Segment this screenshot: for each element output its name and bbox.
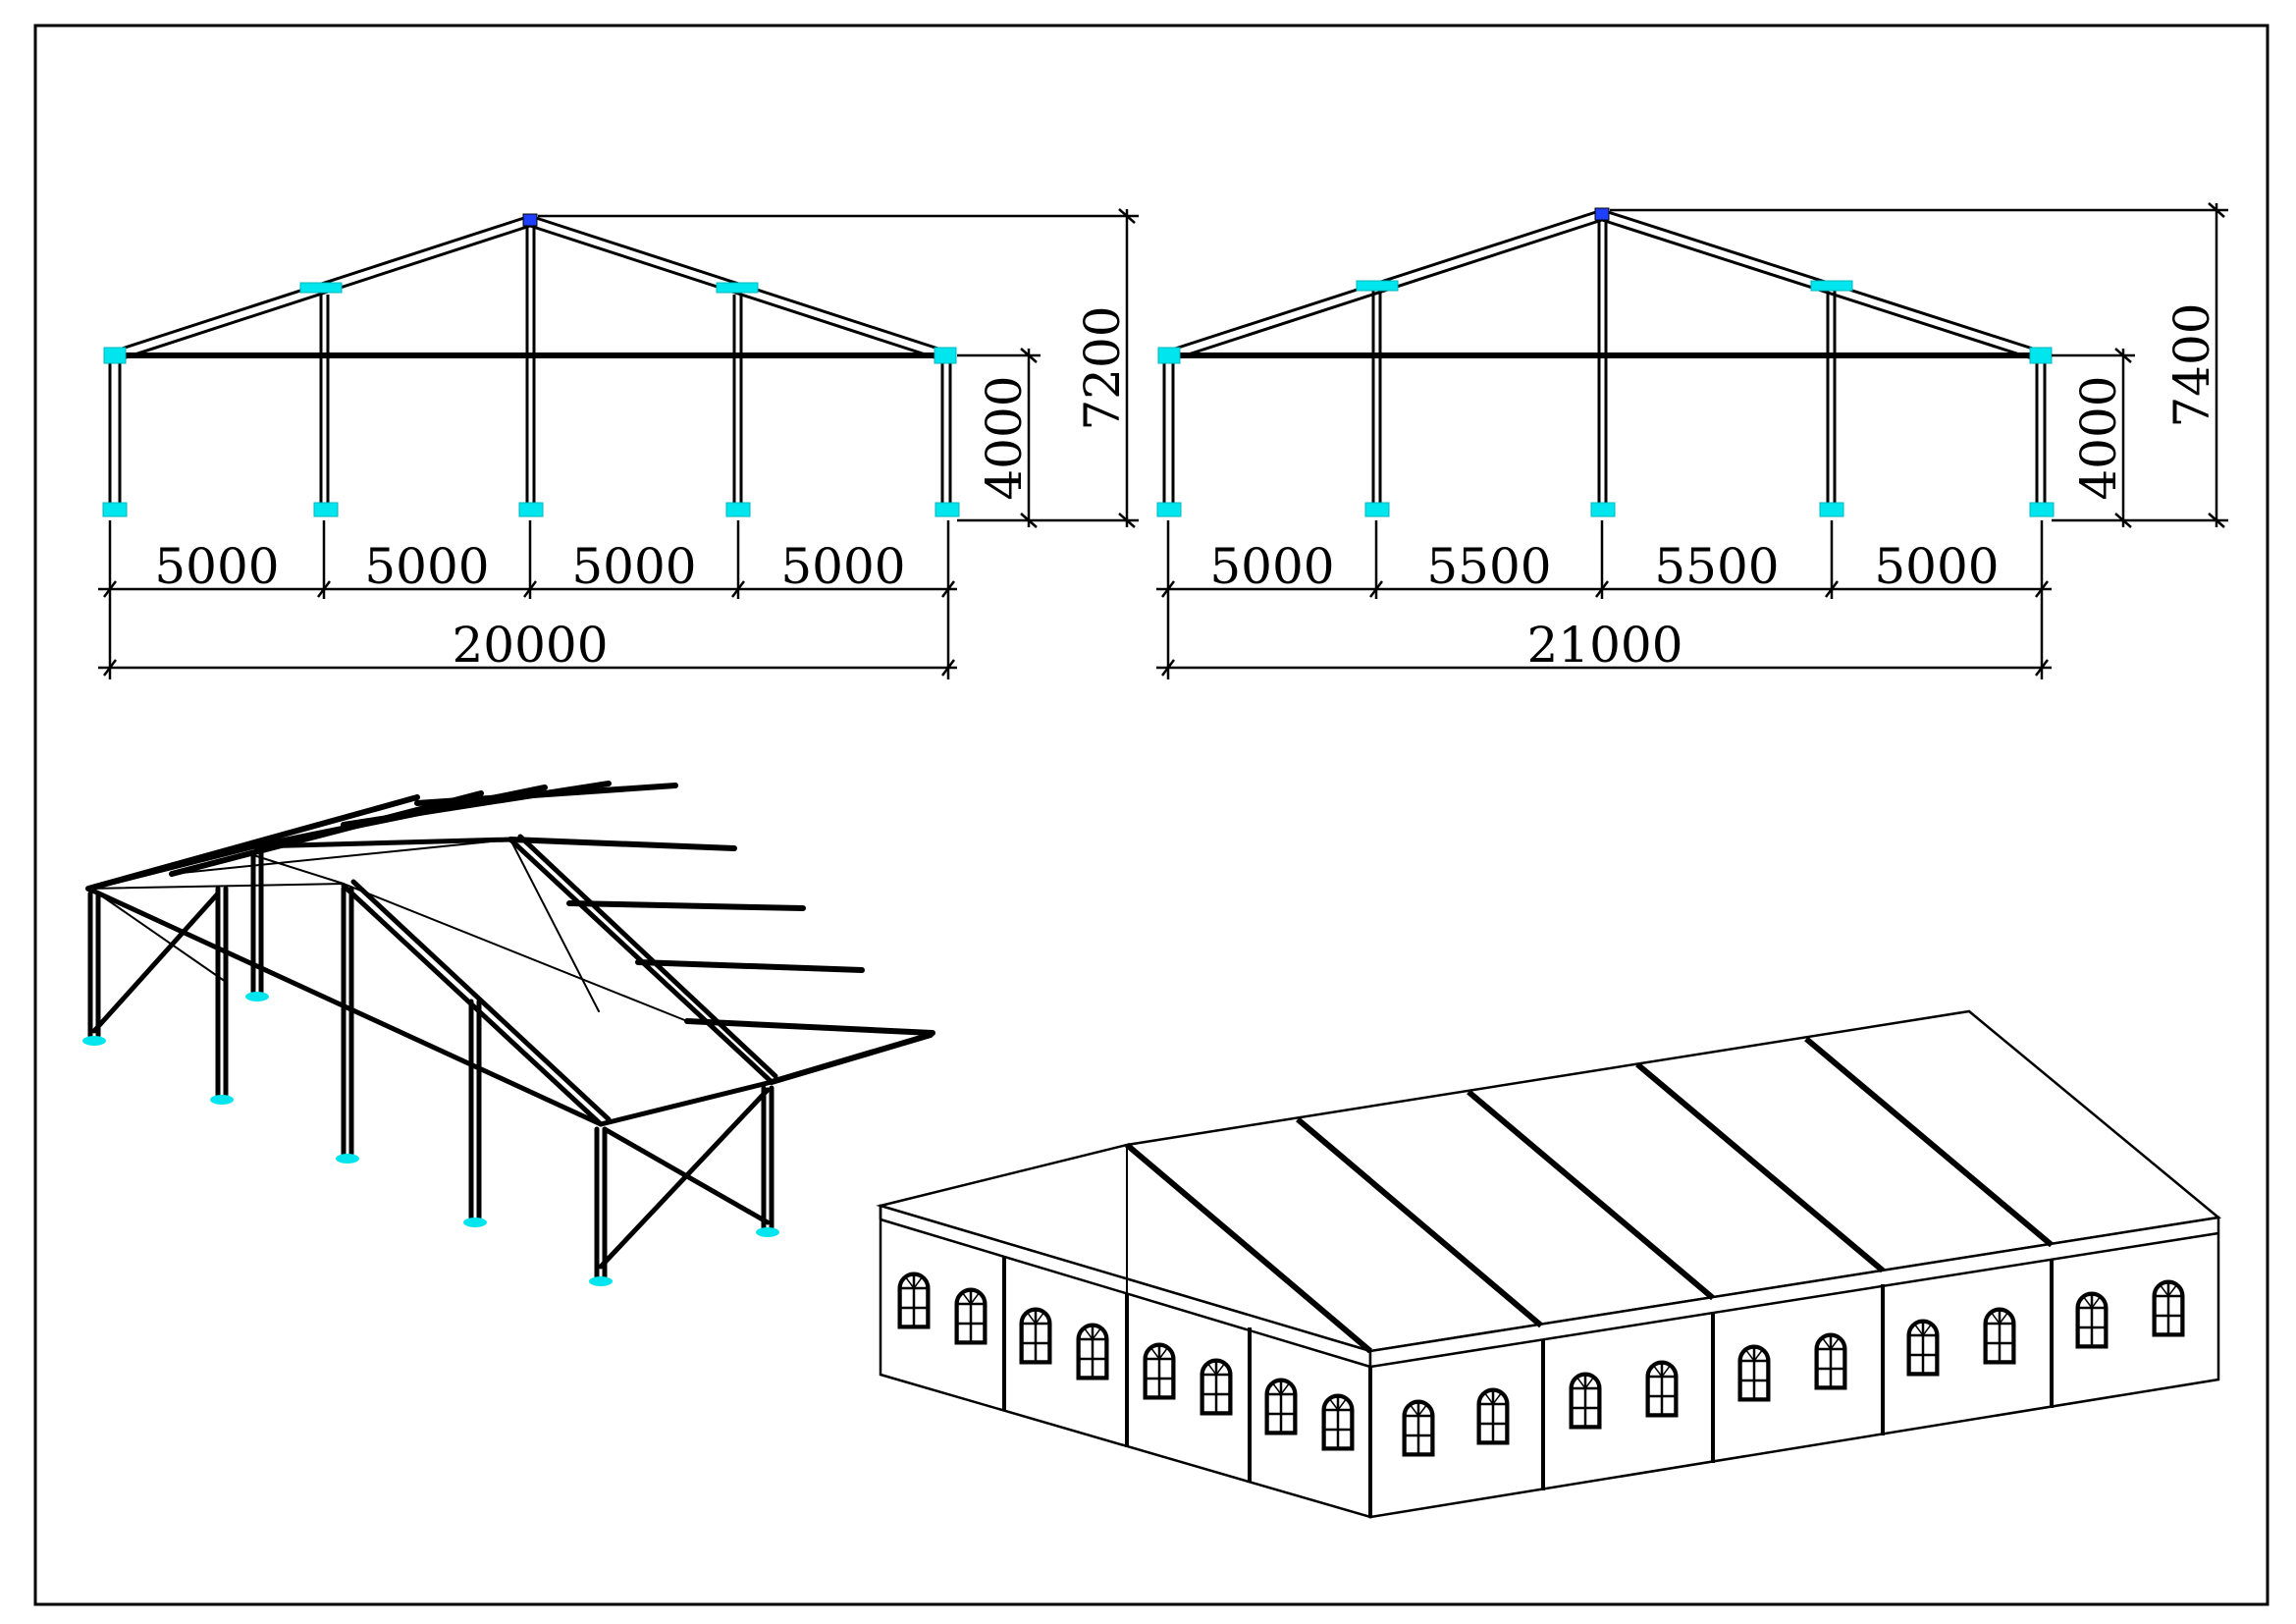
elevation-b-rafters xyxy=(1165,208,2043,361)
tent-roof-seams xyxy=(1125,1036,2054,1354)
elevation-b-posts xyxy=(1162,218,2047,513)
tent-wall-panels xyxy=(1002,1257,2054,1517)
closed-tent-isometric xyxy=(876,1009,2221,1519)
sheet-border xyxy=(33,24,2269,1606)
elevation-a-fittings xyxy=(102,282,960,517)
frame-posts xyxy=(87,849,774,1279)
frame-purlins xyxy=(85,781,935,1085)
elevation-b-dimensions xyxy=(1156,202,2228,679)
frame-cross-bracing xyxy=(91,891,771,1270)
elevation-b-ridge-height-label: 7400 xyxy=(2163,302,2220,427)
elevation-a-bay-1-label: 5000 xyxy=(154,538,279,595)
frame-base-plates xyxy=(82,992,779,1286)
elevation-b-bay-1-label: 5000 xyxy=(1209,538,1334,595)
elevation-b-fittings xyxy=(1156,280,2055,517)
elevation-a-rafters xyxy=(112,214,948,361)
frame-bracing xyxy=(87,839,688,1022)
elevation-b-bay-3-label: 5500 xyxy=(1654,538,1779,595)
elevation-a-span-label: 20000 xyxy=(452,617,608,674)
elevation-a-posts xyxy=(108,224,952,513)
elevation-b-eave-height-label: 4000 xyxy=(2070,375,2127,500)
elevation-b-bay-2-label: 5500 xyxy=(1426,538,1551,595)
elevation-a-dimensions xyxy=(98,208,1139,679)
elevation-a-apex-fitting xyxy=(522,213,538,227)
tent-frame-isometric xyxy=(82,781,935,1286)
elevation-a-bay-4-label: 5000 xyxy=(780,538,905,595)
elevation-b-bay-labels: 5000 5500 5500 5000 21000 4000 7400 xyxy=(1209,302,2220,674)
elevation-a: 5000 5000 5000 5000 20000 4000 7200 xyxy=(98,208,1139,679)
elevation-b-apex-fitting xyxy=(1594,207,1610,221)
tent-eave-band xyxy=(879,1206,2219,1369)
elevation-b-bay-4-label: 5000 xyxy=(1874,538,1999,595)
elevation-a-ridge-height-label: 7200 xyxy=(1074,305,1131,430)
frame-main-beams xyxy=(85,834,778,1127)
elevation-a-eave-height-label: 4000 xyxy=(976,375,1033,500)
elevation-a-bay-3-label: 5000 xyxy=(571,538,696,595)
elevation-a-bay-labels: 5000 5000 5000 5000 20000 4000 7200 xyxy=(154,305,1131,674)
elevation-a-bay-2-label: 5000 xyxy=(364,538,489,595)
elevation-b-span-label: 21000 xyxy=(1526,617,1682,674)
elevation-b: 5000 5500 5500 5000 21000 4000 7400 xyxy=(1156,202,2228,679)
